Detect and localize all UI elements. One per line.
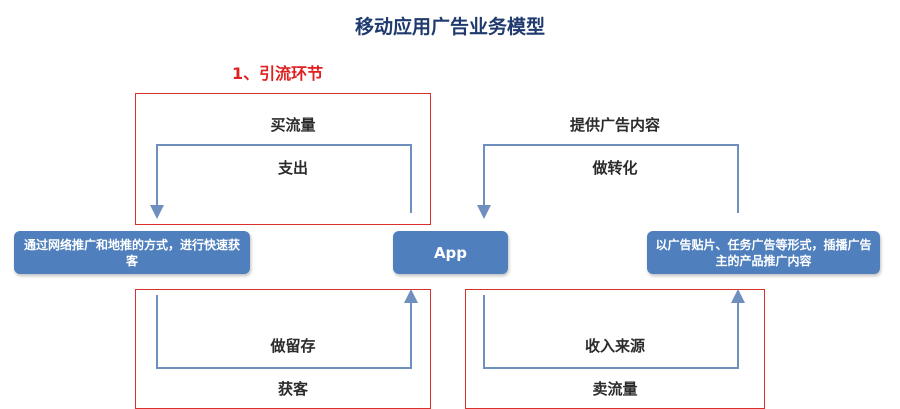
highlight-frame-top-left: [135, 93, 431, 225]
flow-arrows: [150, 144, 745, 369]
box-acquisition-method: 通过网络推广和地推的方式，进行快速获客: [14, 231, 250, 274]
arrow-bottom-right: [483, 289, 745, 369]
arrow-bottom-left: [156, 289, 418, 369]
label-revenue-source: 收入来源: [584, 337, 645, 355]
label-provide-ad-content: 提供广告内容: [569, 116, 660, 134]
box-app: App: [393, 231, 508, 274]
label-expense: 支出: [277, 159, 308, 177]
section-label: 1、引流环节: [232, 64, 324, 83]
label-retention: 做留存: [270, 337, 316, 355]
label-sell-traffic: 卖流量: [592, 380, 638, 398]
arrow-top-right: [477, 144, 739, 219]
arrow-top-left: [150, 144, 412, 219]
label-conversion: 做转化: [592, 159, 638, 177]
label-acquire-customers: 获客: [277, 380, 308, 398]
box-ad-insertion: 以广告贴片、任务广告等形式，插播广告主的产品推广内容: [647, 231, 880, 274]
diagram-title: 移动应用广告业务模型: [354, 16, 545, 38]
label-buy-traffic: 买流量: [270, 116, 316, 134]
